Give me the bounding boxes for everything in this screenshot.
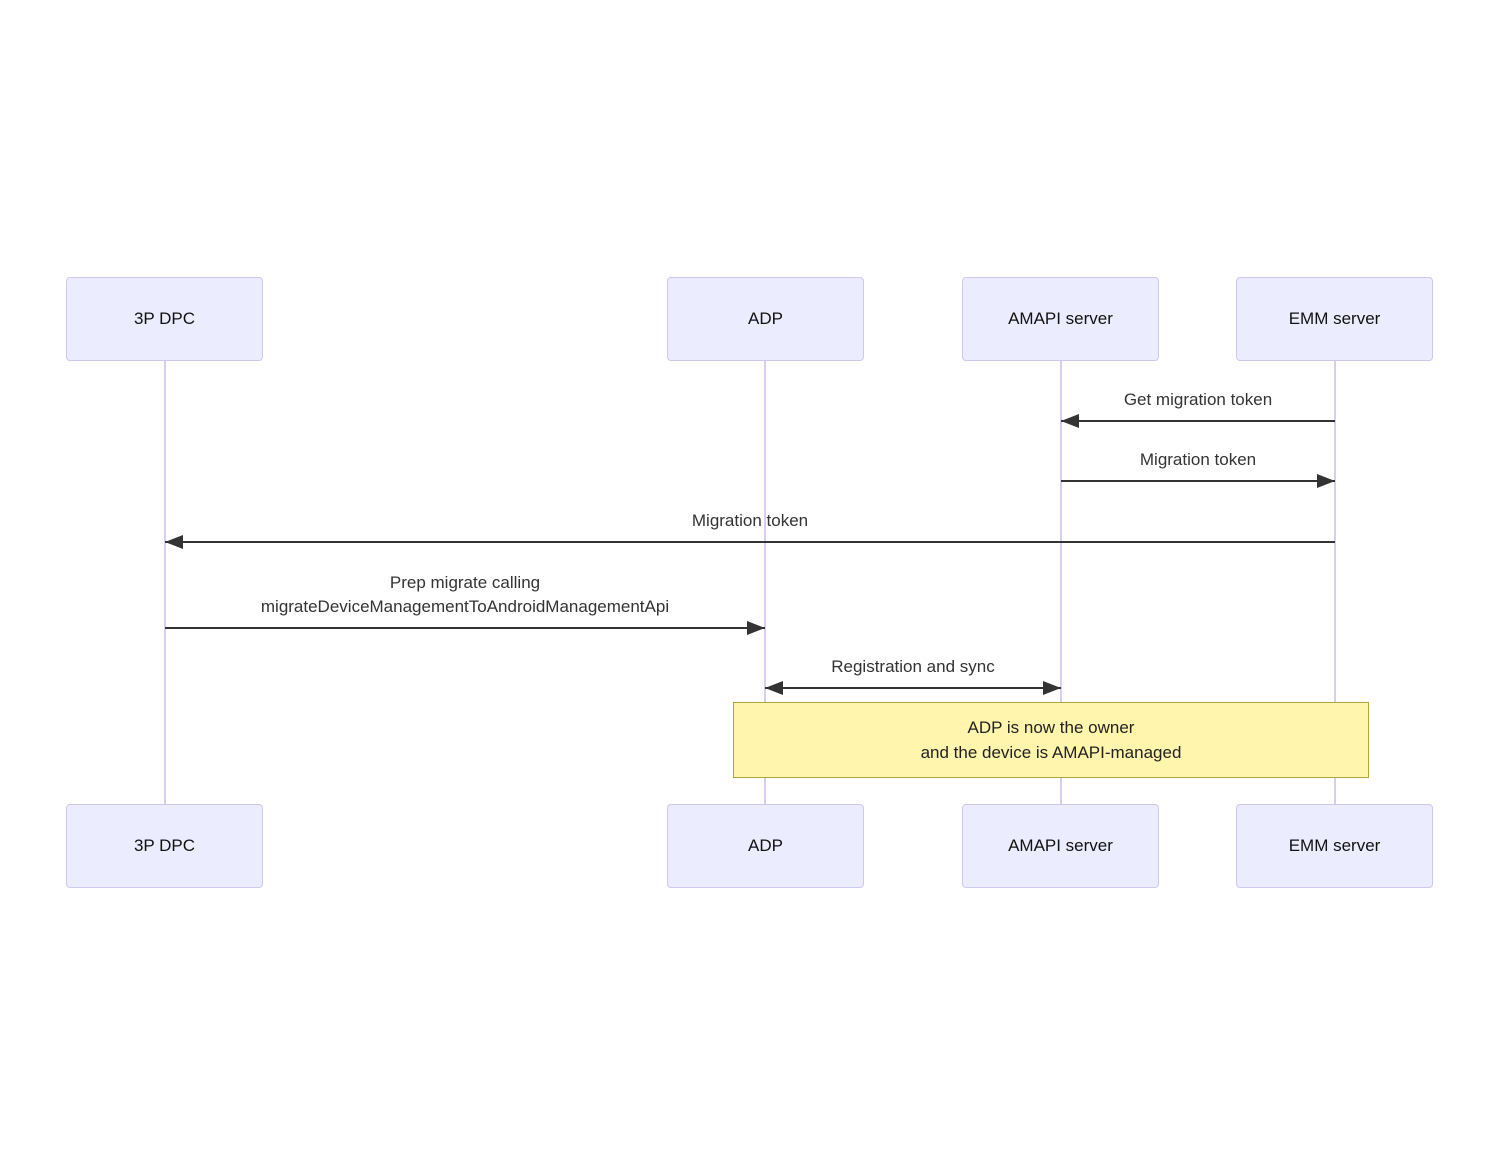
note-line2: and the device is AMAPI-managed: [920, 743, 1182, 762]
message-line: [1061, 420, 1335, 422]
message-label-line1: Prep migrate calling: [389, 573, 541, 592]
actor-top-amapi-server: AMAPI server: [962, 277, 1159, 361]
arrowhead-right-icon: [1043, 681, 1061, 695]
actor-bottom-emm-server: EMM server: [1236, 804, 1433, 888]
actor-label: 3P DPC: [133, 309, 196, 328]
lifeline-adp: [764, 361, 766, 805]
actor-bottom-adp: ADP: [667, 804, 864, 888]
message-line: [765, 687, 1061, 689]
actor-bottom-amapi-server: AMAPI server: [962, 804, 1159, 888]
actor-label: AMAPI server: [1008, 836, 1113, 855]
actor-bottom-3p-dpc: 3P DPC: [66, 804, 263, 888]
arrowhead-right-icon: [747, 621, 765, 635]
message-label-prep-migrate: Prep migrate calling migrateDeviceManage…: [165, 571, 765, 619]
actor-label: ADP: [748, 836, 783, 855]
actor-top-3p-dpc: 3P DPC: [66, 277, 263, 361]
lifeline-amapi-server: [1060, 361, 1062, 805]
message-label-registration-and-sync: Registration and sync: [831, 657, 995, 676]
actor-label: EMM server: [1288, 836, 1381, 855]
message-line: [165, 541, 1335, 543]
actor-label: EMM server: [1288, 309, 1381, 328]
arrowhead-right-icon: [1317, 474, 1335, 488]
arrowhead-left-icon: [765, 681, 783, 695]
arrowhead-left-icon: [165, 535, 183, 549]
note-adp-owner: ADP is now the owner and the device is A…: [733, 702, 1369, 778]
actor-top-emm-server: EMM server: [1236, 277, 1433, 361]
lifeline-emm-server: [1334, 361, 1336, 805]
message-label-migration-token: Migration token: [1139, 450, 1257, 469]
message-line: [1061, 480, 1335, 482]
arrowhead-left-icon: [1061, 414, 1079, 428]
note-line1: ADP is now the owner: [967, 718, 1135, 737]
lifeline-3p-dpc: [164, 361, 166, 805]
actor-label: 3P DPC: [133, 836, 196, 855]
message-label-get-migration-token: Get migration token: [1123, 390, 1273, 409]
actor-label: ADP: [748, 309, 783, 328]
message-label-line2: migrateDeviceManagementToAndroidManageme…: [260, 597, 670, 616]
actor-top-adp: ADP: [667, 277, 864, 361]
message-label-migration-token-to-dpc: Migration token: [691, 511, 809, 530]
message-line: [165, 627, 765, 629]
actor-label: AMAPI server: [1008, 309, 1113, 328]
